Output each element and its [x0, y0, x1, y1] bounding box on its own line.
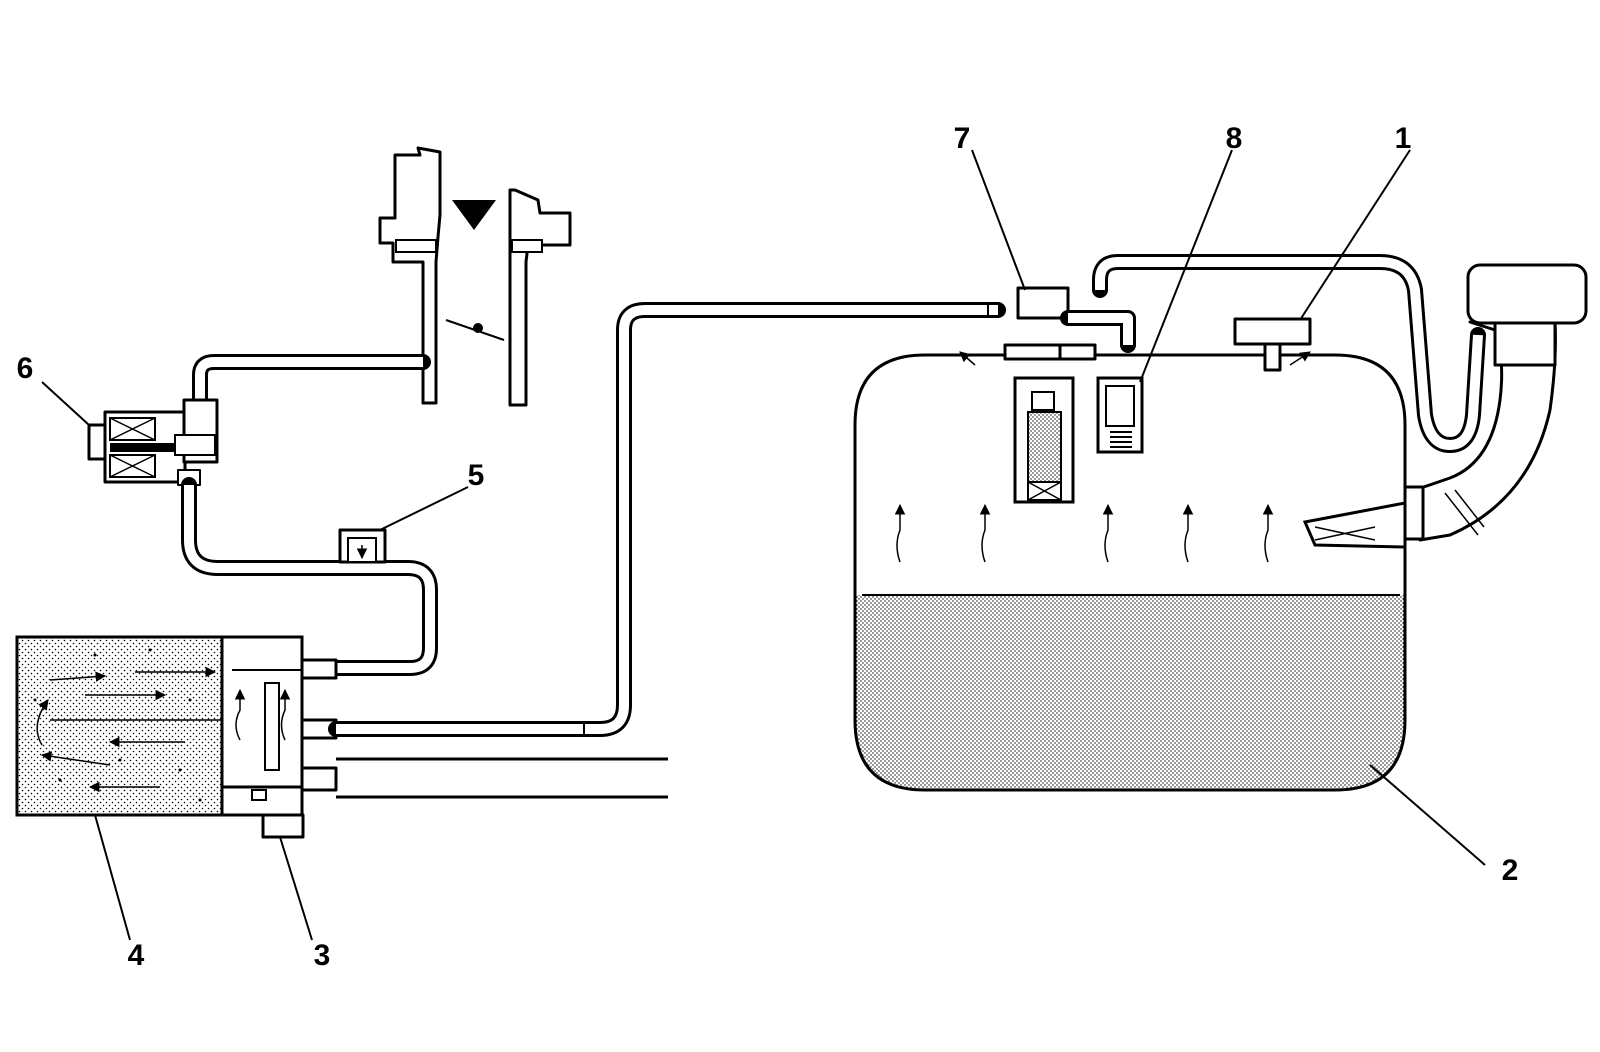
- vapor-line: [328, 302, 1006, 737]
- fuel-level: [855, 595, 1405, 790]
- callout-2: 2: [1502, 854, 1519, 887]
- purge-line-upper: [192, 354, 431, 448]
- fuel-tank: [853, 351, 1407, 792]
- purge-hose-lower: [181, 477, 438, 676]
- pressure-sensor: [338, 528, 387, 564]
- rollover-valve: [1003, 286, 1097, 504]
- charcoal-canister: [15, 635, 304, 817]
- callout-5: 5: [468, 459, 485, 492]
- callout-4: 4: [128, 939, 145, 972]
- fuel-cap: [1466, 263, 1588, 325]
- callout-6: 6: [17, 352, 34, 385]
- vent-valve: [261, 813, 305, 839]
- throttle-body: [378, 146, 572, 407]
- vent-loop-line: [1060, 254, 1486, 453]
- callout-8: 8: [1226, 122, 1243, 155]
- purge-solenoid: [87, 398, 219, 486]
- canister-ports: [300, 658, 338, 792]
- airflow-down-arrow: [452, 200, 496, 230]
- modular-valve: [1233, 317, 1312, 372]
- filler-neck: [1302, 263, 1588, 549]
- callout-3: 3: [314, 939, 331, 972]
- callout-1: 1: [1395, 122, 1412, 155]
- leader-lines: [41, 149, 1486, 941]
- callout-7: 7: [954, 122, 971, 155]
- fuel-lines: [336, 757, 668, 799]
- tank-sensor: [1096, 376, 1144, 454]
